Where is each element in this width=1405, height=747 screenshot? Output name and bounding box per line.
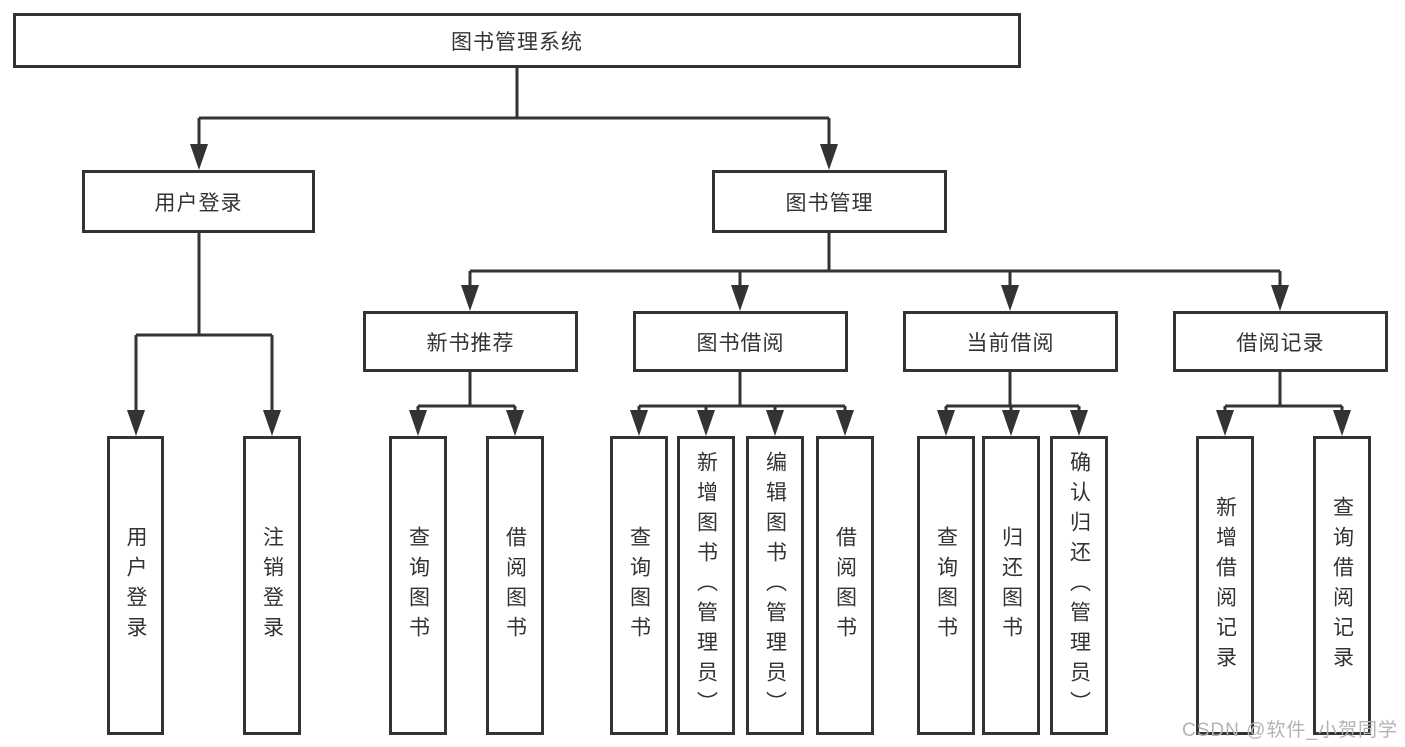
connector-current-fork [944,370,1081,413]
connector-borrow-fork [637,370,847,413]
node-leaf-borrow-add-admin: 新增图书（管理员） [677,436,735,735]
node-leaf-current-return: 归还图书 [982,436,1040,735]
node-leaf-records-query: 查询借阅记录 [1313,436,1371,735]
node-new-book-recommend: 新书推荐 [363,311,578,372]
node-leaf-logout-label: 注销登录 [260,525,284,646]
node-leaf-borrow-borrow-label: 借阅图书 [833,525,857,646]
csdn-watermark: CSDN @软件_小贺同学 [1182,720,1398,741]
node-leaf-logout: 注销登录 [243,436,301,735]
node-book-borrowing: 图书借阅 [633,311,848,372]
node-leaf-user-login: 用户登录 [107,436,164,735]
node-leaf-newbook-borrow: 借阅图书 [486,436,544,735]
node-leaf-newbook-borrow-label: 借阅图书 [503,525,527,646]
node-leaf-records-add: 新增借阅记录 [1196,436,1254,735]
node-leaf-records-query-label: 查询借阅记录 [1330,495,1354,676]
node-user-login-label: 用户登录 [154,191,243,215]
node-new-book-recommend-label: 新书推荐 [426,331,515,355]
node-current-borrowing-label: 当前借阅 [966,331,1055,355]
node-leaf-borrow-add-admin-label: 新增图书（管理员） [694,450,718,721]
node-user-login: 用户登录 [82,170,315,233]
node-leaf-current-return-label: 归还图书 [999,525,1023,646]
node-borrowing-records: 借阅记录 [1173,311,1388,372]
node-leaf-current-query-label: 查询图书 [934,525,958,646]
node-borrowing-records-label: 借阅记录 [1236,331,1325,355]
node-root: 图书管理系统 [13,13,1021,68]
node-leaf-user-login-label: 用户登录 [124,525,147,646]
connector-login-fork [134,231,274,413]
node-book-management: 图书管理 [712,170,947,233]
node-root-label: 图书管理系统 [451,30,583,54]
node-current-borrowing: 当前借阅 [903,311,1118,372]
node-book-borrowing-label: 图书借阅 [696,331,785,355]
node-leaf-current-confirm-admin: 确认归还（管理员） [1050,436,1108,735]
node-book-management-label: 图书管理 [785,191,874,215]
node-leaf-current-query: 查询图书 [917,436,975,735]
node-leaf-newbook-query: 查询图书 [389,436,447,735]
connector-root-fork [197,66,831,148]
connector-newbook-fork [416,370,517,413]
connector-mgmt-fork [468,231,1282,288]
node-leaf-borrow-query: 查询图书 [610,436,668,735]
node-leaf-borrow-borrow: 借阅图书 [816,436,874,735]
node-leaf-current-confirm-admin-label: 确认归还（管理员） [1067,450,1091,721]
node-leaf-records-add-label: 新增借阅记录 [1213,495,1237,676]
node-leaf-borrow-edit-admin-label: 编辑图书（管理员） [763,450,787,721]
node-leaf-borrow-edit-admin: 编辑图书（管理员） [746,436,804,735]
node-leaf-newbook-query-label: 查询图书 [406,525,430,646]
connector-records-fork [1223,370,1344,413]
node-leaf-borrow-query-label: 查询图书 [627,525,651,646]
